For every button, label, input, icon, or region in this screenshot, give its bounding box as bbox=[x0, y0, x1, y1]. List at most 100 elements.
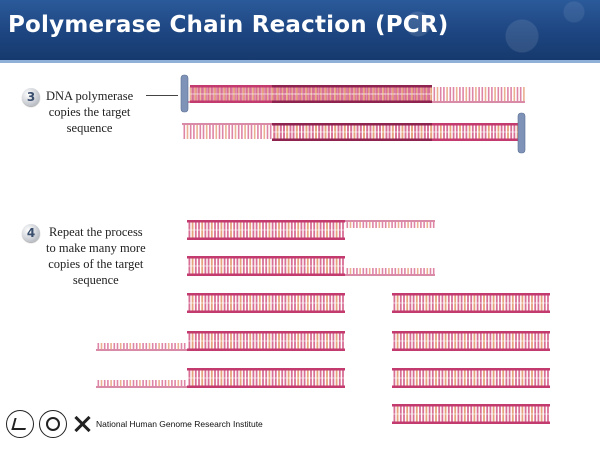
step-4-line-1: Repeat the process bbox=[48, 225, 143, 239]
dna-single-base bbox=[110, 380, 112, 386]
dna-single-base bbox=[375, 222, 377, 228]
dna-single-base bbox=[381, 222, 384, 228]
dna-single-base bbox=[426, 268, 429, 274]
dna-single-base bbox=[260, 125, 262, 139]
dna-backbone-bottom bbox=[392, 421, 550, 424]
dna-single-base bbox=[384, 222, 387, 228]
dna-backbone-top bbox=[187, 256, 345, 259]
dna-single-base bbox=[481, 87, 484, 101]
step-3-line-3: sequence bbox=[66, 121, 113, 135]
dna-single-base bbox=[397, 268, 400, 274]
step-3-strands bbox=[180, 74, 526, 154]
dna-single-base bbox=[372, 222, 374, 228]
dna-single-base bbox=[346, 222, 349, 228]
dna-single-base bbox=[119, 343, 122, 349]
dna-single-base bbox=[263, 125, 266, 139]
dna-single-base bbox=[119, 380, 122, 386]
dna-single-base bbox=[231, 125, 234, 139]
dna-single-base bbox=[500, 87, 503, 101]
dna-backbone-top bbox=[187, 368, 345, 371]
dna-single-base bbox=[205, 125, 208, 139]
dna-single-base bbox=[139, 380, 141, 386]
dna-single-base bbox=[465, 87, 468, 101]
dna-single-base bbox=[439, 87, 442, 101]
dna-backbone-top bbox=[392, 293, 550, 296]
dna-single-base bbox=[158, 380, 160, 386]
dna-single-base bbox=[426, 222, 429, 228]
dna-single-base bbox=[368, 222, 371, 228]
dna-single-base bbox=[503, 87, 506, 101]
dna-single-base bbox=[507, 87, 509, 101]
dna-single-base bbox=[384, 268, 387, 274]
dna-single-base bbox=[356, 222, 358, 228]
dna-single-base bbox=[100, 380, 103, 386]
dna-single-base bbox=[116, 343, 119, 349]
dna-single-base bbox=[228, 125, 230, 139]
dna-single-base bbox=[404, 268, 406, 274]
dna-backbone-bottom bbox=[392, 348, 550, 351]
dna-single-base bbox=[449, 87, 452, 101]
dna-single-base bbox=[378, 268, 381, 274]
dna-single-base bbox=[212, 125, 214, 139]
dna-single-base bbox=[494, 87, 496, 101]
dna-single-base bbox=[410, 268, 413, 274]
step-4-line-3: copies of the target bbox=[48, 257, 144, 271]
dna-single-backbone bbox=[96, 386, 187, 388]
dna-single-base bbox=[413, 268, 416, 274]
dna-backbone-top bbox=[392, 404, 550, 407]
dna-single-base bbox=[400, 222, 403, 228]
dna-single-base bbox=[186, 125, 189, 139]
dna-single-base bbox=[404, 222, 406, 228]
dna-single-base bbox=[423, 222, 425, 228]
dna-single-base bbox=[432, 268, 435, 274]
dna-single-base bbox=[365, 268, 368, 274]
primer-icon bbox=[517, 112, 526, 154]
dna-single-base bbox=[523, 87, 525, 101]
dna-backbone-top bbox=[272, 123, 432, 126]
dna-single-base bbox=[113, 343, 116, 349]
dna-single-base bbox=[368, 268, 371, 274]
step-3-leader-line bbox=[146, 95, 178, 96]
dna-single-base bbox=[413, 222, 416, 228]
step-4-strands bbox=[96, 220, 550, 424]
dna-single-base bbox=[253, 125, 256, 139]
dna-single-base bbox=[129, 343, 132, 349]
dna-single-base bbox=[215, 125, 218, 139]
dna-single-base bbox=[151, 343, 154, 349]
dna-single-base bbox=[443, 87, 445, 101]
dna-single-base bbox=[171, 380, 173, 386]
dna-single-base bbox=[250, 125, 253, 139]
dna-single-base bbox=[349, 268, 352, 274]
dna-single-base bbox=[491, 87, 493, 101]
dna-single-base bbox=[126, 343, 128, 349]
dna-single-base bbox=[174, 380, 176, 386]
dna-backbone-bottom bbox=[392, 385, 550, 388]
dna-single-base bbox=[221, 125, 224, 139]
dna-single-base bbox=[241, 125, 243, 139]
dna-single-base bbox=[135, 343, 138, 349]
dna-single-base bbox=[148, 380, 151, 386]
dna-single-base bbox=[471, 87, 474, 101]
dna-single-base bbox=[145, 380, 148, 386]
dna-single-base bbox=[359, 222, 361, 228]
dna-single-base bbox=[394, 222, 397, 228]
dna-single-base bbox=[381, 268, 384, 274]
dna-single-base bbox=[171, 343, 173, 349]
dna-backbone-bottom bbox=[272, 138, 432, 141]
dna-single-base bbox=[365, 222, 368, 228]
dna-single-base bbox=[189, 125, 192, 139]
dna-single-base bbox=[107, 380, 109, 386]
dna-single-base bbox=[352, 222, 355, 228]
dna-single-base bbox=[209, 125, 211, 139]
step-3: 3 DNA polymerase copies the target seque… bbox=[22, 88, 133, 136]
dna-single-base bbox=[519, 87, 522, 101]
dna-single-base bbox=[484, 87, 487, 101]
dna-single-base bbox=[432, 222, 435, 228]
dna-single-base bbox=[161, 343, 164, 349]
dna-single-base bbox=[269, 125, 272, 139]
dna-single-base bbox=[400, 268, 403, 274]
dna-single-base bbox=[135, 380, 138, 386]
step-4-text: Repeat the process to make many more cop… bbox=[46, 224, 146, 288]
